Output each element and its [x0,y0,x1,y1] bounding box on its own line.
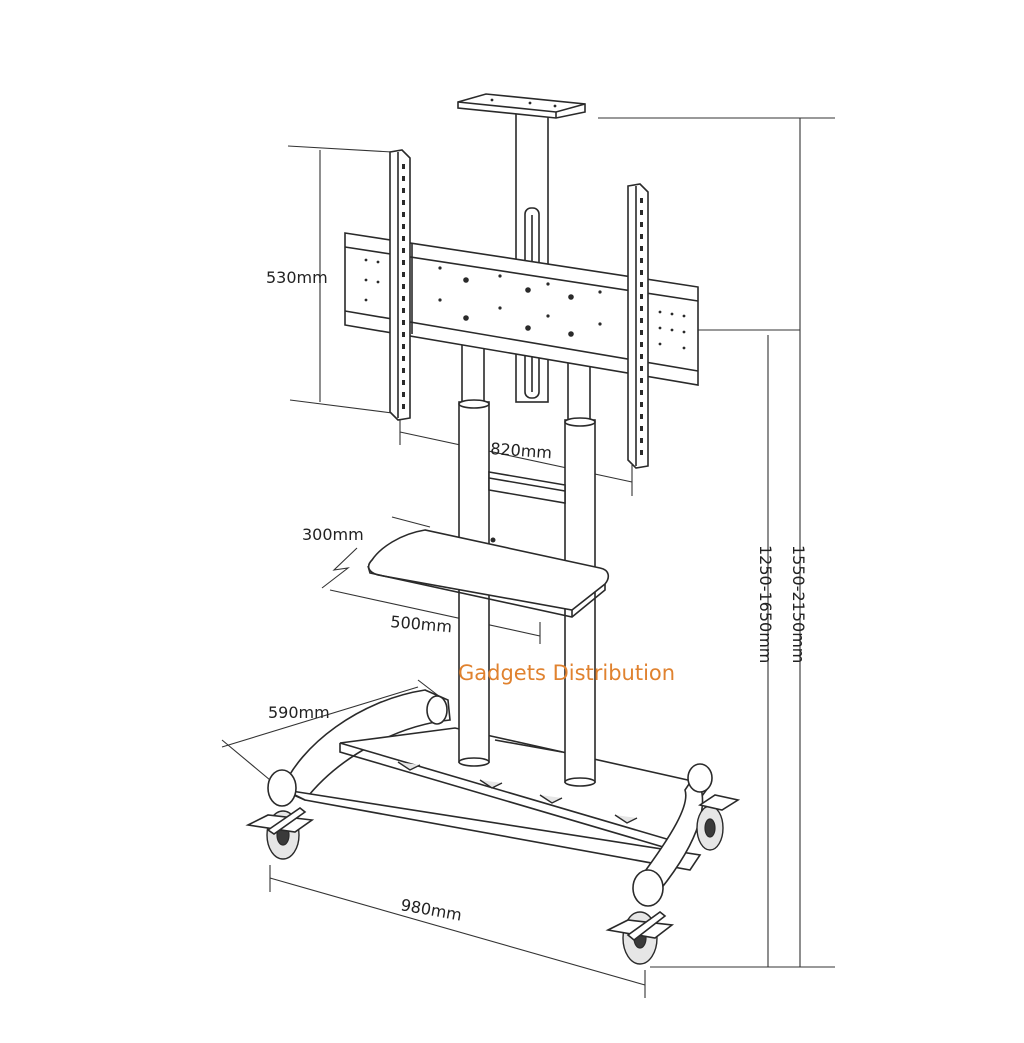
dim-base-depth: 590mm [268,703,330,722]
shelf [367,529,610,618]
arm-slot-hole [640,438,643,443]
arm-slot-hole [640,318,643,323]
arm-slot-hole [402,260,405,265]
arm-slot-hole [402,188,405,193]
arm-slot-hole [402,248,405,253]
caster-back-left [426,695,448,725]
arm-slot-hole [402,200,405,205]
arm-slot-hole [640,282,643,287]
arm-slot-hole [640,270,643,275]
dim-display-width: 820mm [490,439,553,462]
dimension-lines [221,117,835,998]
arm-slot-hole [640,342,643,347]
arm-slot-hole [640,354,643,359]
arm-slot-hole [640,330,643,335]
dim-mount-center-height: 1250-1650mm [756,545,775,663]
arm-slot-hole [640,234,643,239]
caster-back-right [687,763,741,851]
arm-slot-hole [402,296,405,301]
arm-slot-hole [402,344,405,349]
vesa-arm-left [389,149,411,421]
mount-holes [364,258,686,350]
arm-slot-hole [402,272,405,277]
arm-slot-hole [402,284,405,289]
arm-slot-hole [402,392,405,397]
camera-tray [457,93,586,119]
arm-slot-hole [640,390,643,395]
vesa-arm-right [627,183,649,469]
arm-slot-hole [402,356,405,361]
arm-slot-hole [640,414,643,419]
arm-slot-hole [640,210,643,215]
arm-slot-hole [640,258,643,263]
arm-slot-hole [640,222,643,227]
arm-slot-hole [402,176,405,181]
dim-total-height: 1550-2150mm [789,545,808,663]
arm-slot-hole [640,450,643,455]
watermark-text: Gadgets Distribution [458,661,675,685]
arm-slot-hole [402,308,405,313]
caster-front-right [605,869,675,965]
arm-slot-hole [640,246,643,251]
arm-slot-hole [402,404,405,409]
arm-slot-hole [402,164,405,169]
arm-slot-hole [402,380,405,385]
arm-slot-hole [402,224,405,229]
arm-slot-hole [640,198,643,203]
caster-front-left [245,769,315,860]
arm-slot-hole [402,332,405,337]
arm-slot-hole [640,402,643,407]
arm-slot-hole [640,366,643,371]
arm-slot-hole [640,306,643,311]
dim-base-width: 980mm [399,895,463,924]
base-frame [280,689,712,892]
arm-slot-hole [402,212,405,217]
arm-slot-hole [402,320,405,325]
dim-shelf-depth: 300mm [302,525,364,544]
dim-display-height: 530mm [266,268,328,287]
arm-slot-hole [640,294,643,299]
arm-slot-hole [640,378,643,383]
dim-shelf-width: 500mm [390,612,453,636]
arm-slot-hole [402,236,405,241]
arm-slot-hole [640,426,643,431]
arm-slot-hole [402,368,405,373]
